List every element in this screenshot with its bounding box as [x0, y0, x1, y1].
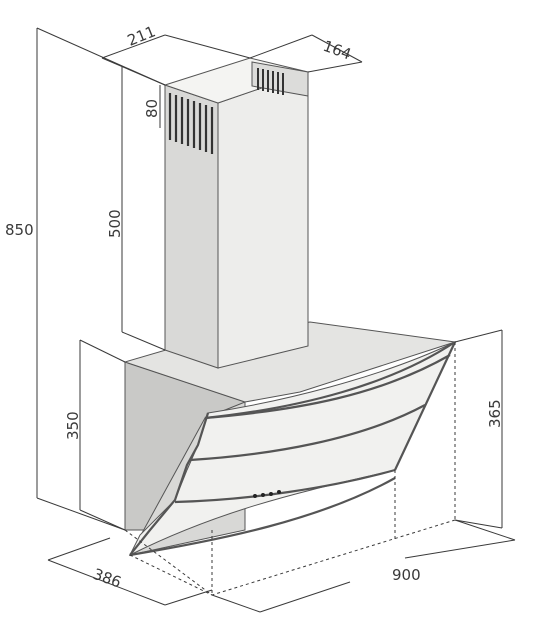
dimension-lines: [36, 27, 516, 613]
glass-bottom-edge: [129, 477, 396, 557]
glass-band-4: [174, 468, 396, 504]
chimney-sleeve: [251, 61, 309, 97]
glass-band-2: [204, 354, 451, 420]
vent-slots-left: [168, 93, 214, 154]
glass-edge-left: [129, 412, 210, 556]
label-hood-right-height: 365: [486, 399, 504, 428]
vent-slots-right: [257, 68, 284, 95]
label-chimney-depth: 164: [321, 37, 354, 64]
chimney: [163, 57, 310, 369]
label-vent-slot: 80: [143, 99, 161, 118]
label-chimney-width: 211: [125, 22, 158, 49]
chimney-upper-left-face: [164, 84, 219, 369]
label-hood-left-height: 350: [64, 411, 82, 440]
glass-band-3: [189, 404, 426, 462]
glass-edge-right: [394, 341, 456, 471]
glass-panel: [128, 340, 457, 557]
label-total-height: 850: [5, 221, 34, 239]
label-chimney-height: 500: [106, 209, 124, 238]
label-hood-depth: 386: [91, 565, 124, 592]
label-hood-width: 900: [392, 566, 421, 584]
chimney-upper-right-face: [217, 71, 309, 369]
control-buttons: [253, 490, 281, 498]
